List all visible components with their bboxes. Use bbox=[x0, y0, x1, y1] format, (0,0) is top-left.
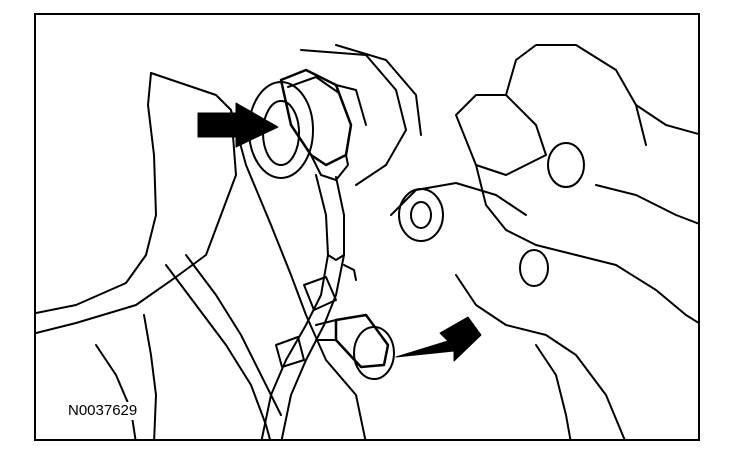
left-bracket bbox=[36, 72, 367, 439]
figure-frame: N0037629 bbox=[34, 13, 700, 441]
engine-block bbox=[390, 44, 698, 439]
engine-illustration bbox=[36, 44, 698, 439]
wiring-harness bbox=[260, 174, 357, 439]
upper-connector bbox=[279, 68, 367, 181]
upper-port-boss bbox=[248, 44, 422, 186]
lower-sensor bbox=[315, 313, 395, 380]
arrow-icon bbox=[197, 102, 279, 148]
figure-id-label: N0037629 bbox=[66, 402, 140, 420]
arrow-icon bbox=[395, 316, 482, 362]
